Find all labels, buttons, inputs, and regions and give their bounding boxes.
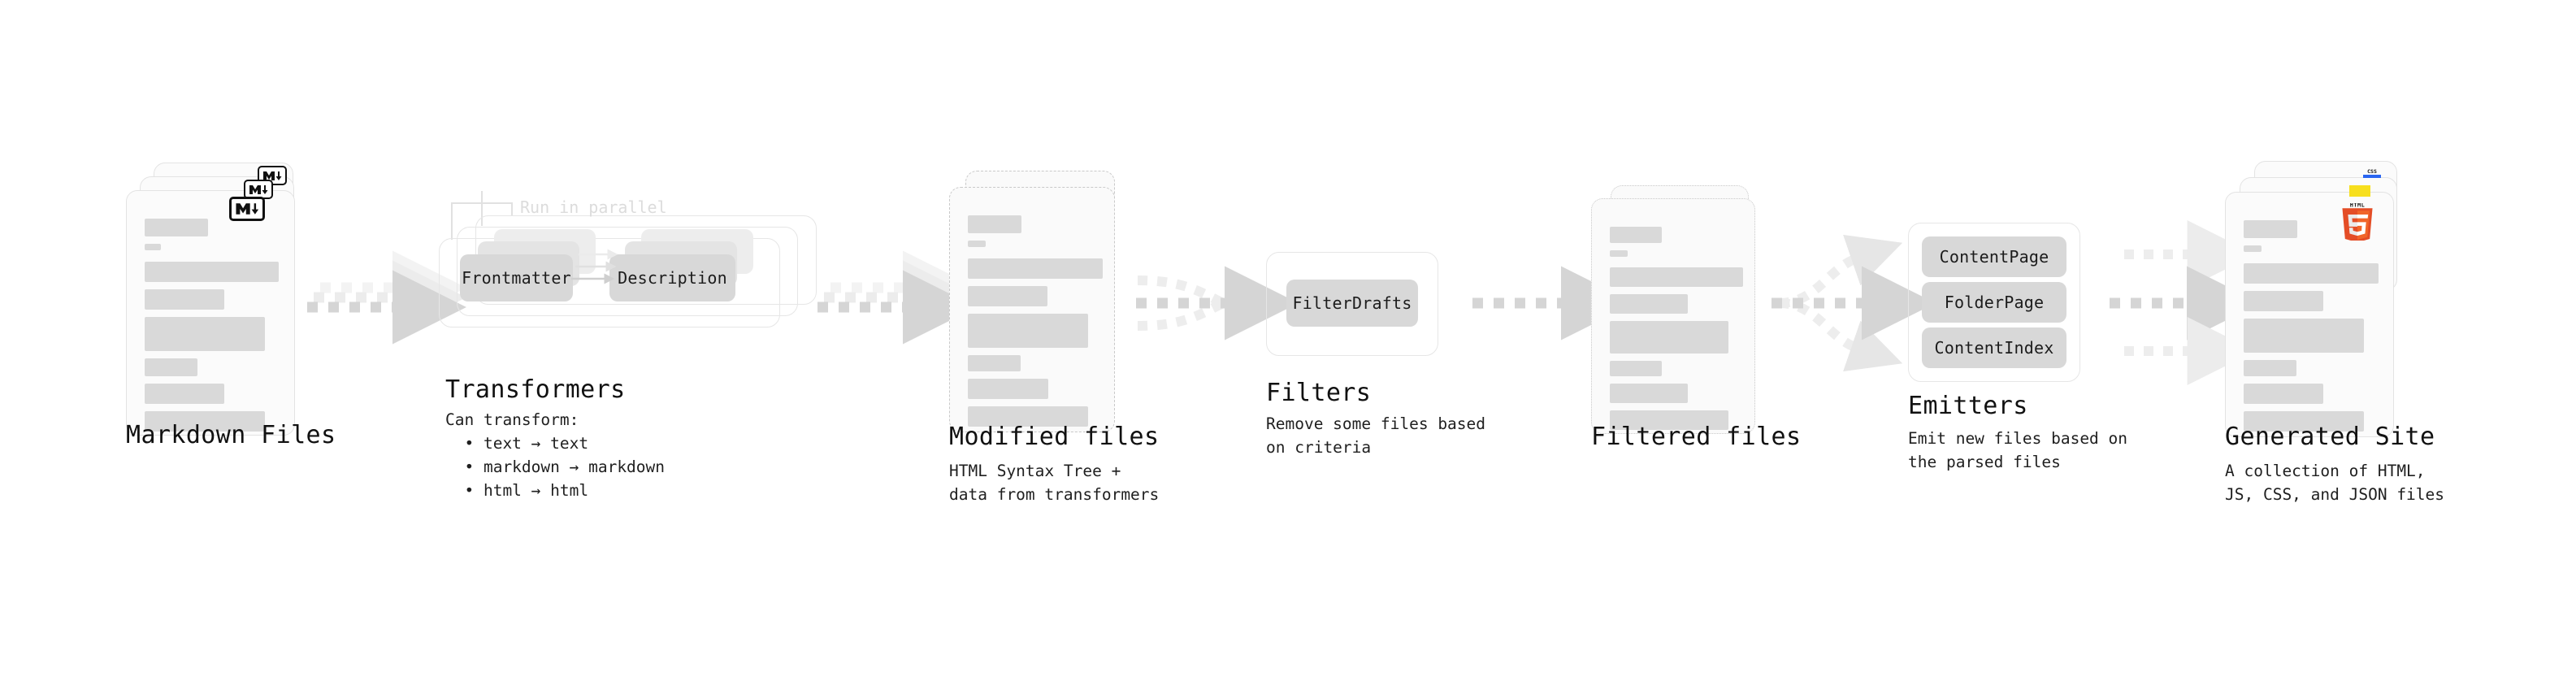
javascript-icon: [2348, 184, 2371, 202]
emitter-chip-folderpage-label: FolderPage: [1944, 293, 2045, 312]
stage-caption-generated-site: A collection of HTML, JS, CSS, and JSON …: [2225, 462, 2445, 504]
emitter-chip-contentpage-label: ContentPage: [1939, 247, 2049, 267]
filters-shell: [1266, 252, 1438, 356]
stage-title-emitters: Emitters: [1908, 392, 2028, 420]
generated-site-content-lines: [2244, 220, 2379, 439]
emitter-chip-contentpage[interactable]: ContentPage: [1922, 236, 2066, 277]
html5-icon: HTML: [2340, 203, 2374, 241]
emitter-chip-contentindex-label: ContentIndex: [1934, 338, 2054, 358]
connector-modified-to-filters: [1136, 266, 1299, 340]
run-in-parallel-annotation: Run in parallel: [520, 197, 667, 217]
transformers-internal-arrows: [571, 249, 618, 284]
markdown-icon-middle: [244, 180, 273, 199]
svg-text:CSS: CSS: [2367, 168, 2377, 175]
stage-title-generated-site: Generated Site: [2225, 423, 2435, 451]
stage-caption-transformers: Can transform: • text → text • markdown …: [445, 410, 666, 500]
stage-title-modified-files: Modified files: [949, 423, 1160, 451]
stage-caption-filters: Remove some files based on criteria: [1266, 414, 1486, 457]
filter-chip-filterdrafts-label: FilterDrafts: [1292, 293, 1412, 313]
stage-title-filtered-files: Filtered files: [1591, 423, 1802, 451]
emitter-chip-contentindex[interactable]: ContentIndex: [1922, 327, 2066, 368]
filtered-file-card-front: [1591, 198, 1755, 434]
emitter-chip-folderpage[interactable]: FolderPage: [1922, 282, 2066, 323]
filter-chip-filterdrafts[interactable]: FilterDrafts: [1286, 280, 1418, 327]
transformer-chip-description[interactable]: Description: [609, 254, 735, 301]
filtered-file-content-lines: [1610, 227, 1743, 437]
markdown-file-card-front: [126, 190, 295, 436]
transformer-chip-description-label: Description: [618, 268, 727, 288]
emitters-shell: [1908, 223, 2080, 382]
stage-title-markdown-files: Markdown Files: [126, 421, 336, 449]
svg-text:HTML: HTML: [2350, 203, 2366, 208]
transformers-shell-front: [439, 238, 780, 327]
connector-filtered-to-emitters: [1772, 234, 1936, 372]
stage-caption-emitters: Emit new files based on the parsed files: [1908, 429, 2128, 471]
modified-file-content-lines: [968, 215, 1103, 434]
stage-title-filters: Filters: [1266, 379, 1372, 407]
connector-md-to-transformers: [307, 250, 466, 345]
css3-icon: CSS: [2361, 167, 2383, 184]
stage-title-transformers: Transformers: [445, 375, 626, 404]
connector-emitters-to-site: [2110, 220, 2261, 385]
connector-transformers-to-modified: [817, 250, 977, 345]
markdown-file-content-lines: [145, 219, 280, 439]
transformers-shell-middle: [457, 227, 798, 316]
transformer-chip-frontmatter[interactable]: Frontmatter: [460, 254, 573, 301]
stage-caption-modified-files: HTML Syntax Tree + data from transformer…: [949, 462, 1160, 504]
modified-file-card-front: [949, 187, 1115, 432]
markdown-icon: [229, 197, 265, 221]
transformer-chip-frontmatter-label: Frontmatter: [462, 268, 571, 288]
